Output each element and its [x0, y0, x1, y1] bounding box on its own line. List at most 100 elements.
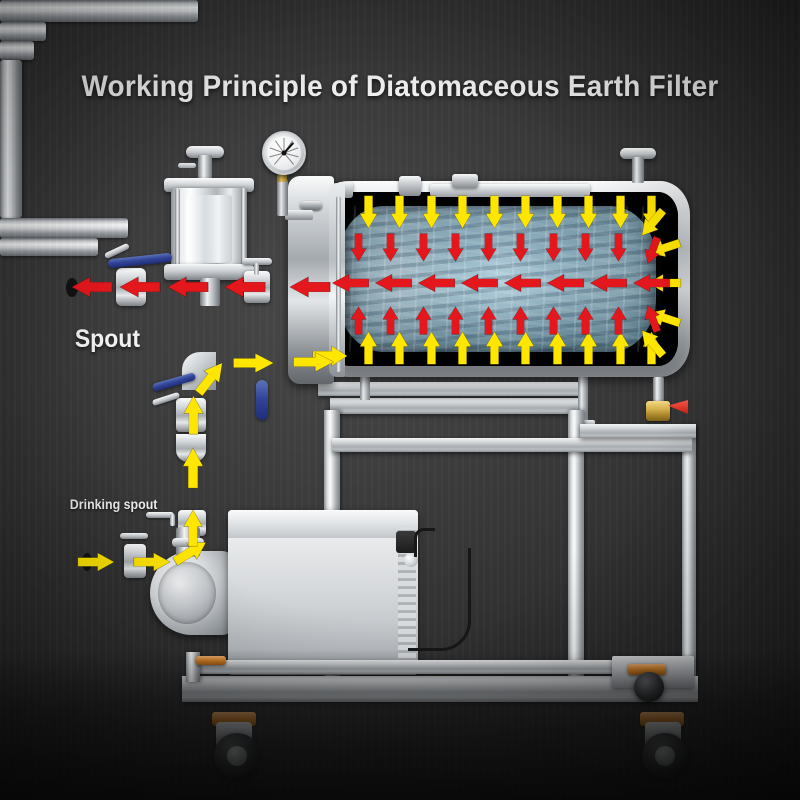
sight-glass-window: [186, 195, 232, 263]
tank-leg-right: [578, 376, 588, 422]
outlet-arrow-mid-1: [374, 273, 412, 293]
vessel-top-knob[interactable]: [186, 146, 224, 158]
outlet-spout-opening: [66, 278, 78, 297]
vessel-tie-rod-right: [241, 188, 246, 268]
inlet-arrow-right-1: [645, 234, 683, 263]
outlet-arrow-top-0: [349, 232, 367, 262]
inlet-arrow-bottom-2: [421, 331, 441, 365]
vent-valve-knob[interactable]: [620, 148, 656, 159]
outlet-arrow-cap-top: [639, 233, 665, 266]
inlet-top-arrow-1: [292, 351, 334, 373]
drain-pipe: [653, 377, 664, 405]
motor-power-cable-upper: [414, 528, 435, 557]
outlet-arrow-top-4: [479, 232, 497, 262]
frame-vertical-right: [568, 410, 584, 678]
elbow-arrow: [189, 356, 230, 400]
vessel-side-spigot[interactable]: [178, 163, 196, 168]
frame-upper-rail-back: [318, 382, 580, 396]
motor-top-cover: [228, 510, 418, 538]
inlet-arrow-right-0: [634, 204, 670, 242]
outlet-arrow-mid-4: [503, 273, 541, 293]
inlet-arrow-bottom-1: [390, 331, 409, 365]
outlet-arrow-bottom-6: [544, 305, 562, 335]
inlet-arrow-bottom-5: [516, 331, 535, 365]
inlet-top-arrow-0: [232, 352, 274, 374]
frame-mid-rail: [332, 438, 692, 452]
outlet-arrow-top-7: [577, 232, 594, 262]
drain-valve-brass[interactable]: [646, 401, 670, 421]
gauge-brass-stem: [277, 168, 287, 182]
tank-top-clamp-2: [452, 174, 478, 188]
pump-face-ring: [158, 562, 216, 624]
pump-inlet-arrow: [168, 533, 211, 571]
inlet-valve-wing-lower[interactable]: [146, 512, 174, 518]
riser-arrow-0: [183, 509, 203, 547]
inlet-arrow-top-0: [358, 195, 378, 229]
inlet-arrow-bottom-0: [358, 331, 378, 365]
caster-wheel-rear-right: [634, 672, 664, 702]
inlet-arrow-door: [312, 345, 348, 367]
outlet-arrow-top-8: [609, 232, 627, 262]
outlet-arrow-top-2: [414, 232, 432, 262]
inlet-riser-pipe: [0, 60, 22, 218]
outlet-arrow-bottom-0: [349, 305, 367, 335]
caster-hub-right: [655, 746, 675, 766]
outlet-pipe-stub: [0, 22, 46, 41]
outlet-arrow-top-5: [512, 232, 529, 262]
outlet-arrow-mid-3: [460, 273, 498, 293]
inlet-arrow-bottom-3: [453, 331, 472, 365]
vessel-bottom-flange: [164, 264, 254, 280]
outlet-arrow-mid-0: [331, 273, 369, 293]
outlet-arrow-top-1: [382, 232, 399, 262]
outlet-spout: [0, 41, 34, 60]
gauge-pipe: [277, 180, 288, 216]
vessel-tie-rod-left: [175, 188, 180, 268]
pressure-gauge-hub: [281, 150, 287, 156]
inlet-arrow-top-7: [579, 195, 598, 229]
intake-arrow-1: [133, 552, 171, 572]
vent-valve-stem: [632, 157, 644, 183]
inlet-arrow-top-1: [390, 195, 409, 229]
inlet-top-pipe: [0, 218, 128, 238]
inlet-arrow-top-2: [421, 195, 441, 229]
outlet-arrow-bottom-5: [512, 305, 529, 335]
frame-right-top-rail: [580, 424, 696, 438]
outlet-line-arrow-1: [224, 276, 266, 298]
inlet-arrow-top-6: [547, 195, 567, 229]
outlet-arrow-mid-6: [589, 273, 627, 293]
pressure-gauge: [262, 131, 306, 175]
outlet-arrow-bottom-7: [577, 305, 594, 335]
pressure-gauge-face: [267, 136, 301, 170]
outlet-arrow-mid-5: [546, 273, 584, 293]
intake-valve-wing[interactable]: [120, 533, 148, 539]
tank-leg-left: [360, 376, 370, 400]
drain-valve-handle[interactable]: [668, 400, 688, 414]
outlet-arrow-bottom-3: [447, 305, 464, 335]
outlet-ball-valve-handle[interactable]: [107, 252, 173, 269]
gauge-mount-arm: [285, 210, 313, 220]
pump-inlet-clamp: [172, 538, 204, 547]
inlet-arrow-bottom-6: [547, 331, 567, 365]
inlet-valve-wing-stem-lower: [170, 514, 175, 526]
inlet-arrow-top-4: [484, 195, 504, 229]
outlet-arrow-bottom-4: [479, 305, 497, 335]
caster-swivel-rear-left: [196, 656, 226, 665]
inlet-arrow-right-4: [634, 324, 670, 362]
outlet-pipe-main: [0, 0, 198, 22]
tank-hinge-pin: [300, 201, 322, 210]
inlet-arrow-top-3: [453, 195, 472, 229]
inlet-ball-valve-handle-2[interactable]: [256, 380, 268, 420]
inlet-arrow-bottom-7: [579, 331, 598, 365]
frame-vertical-far-right: [682, 426, 696, 676]
outlet-line-arrow-2: [167, 276, 209, 298]
outlet-valve-wing-handle[interactable]: [242, 258, 272, 265]
label-spout: Spout: [74, 325, 140, 353]
riser-arrow-2: [182, 395, 204, 435]
inlet-arrow-bottom-8: [610, 331, 630, 365]
outlet-arrow-top-6: [544, 232, 562, 262]
outlet-arrow-mid-7: [632, 273, 670, 293]
label-drinking-spout: Drinking spout: [69, 497, 158, 512]
inlet-arrow-top-8: [610, 195, 630, 229]
vessel-neck: [198, 155, 212, 181]
